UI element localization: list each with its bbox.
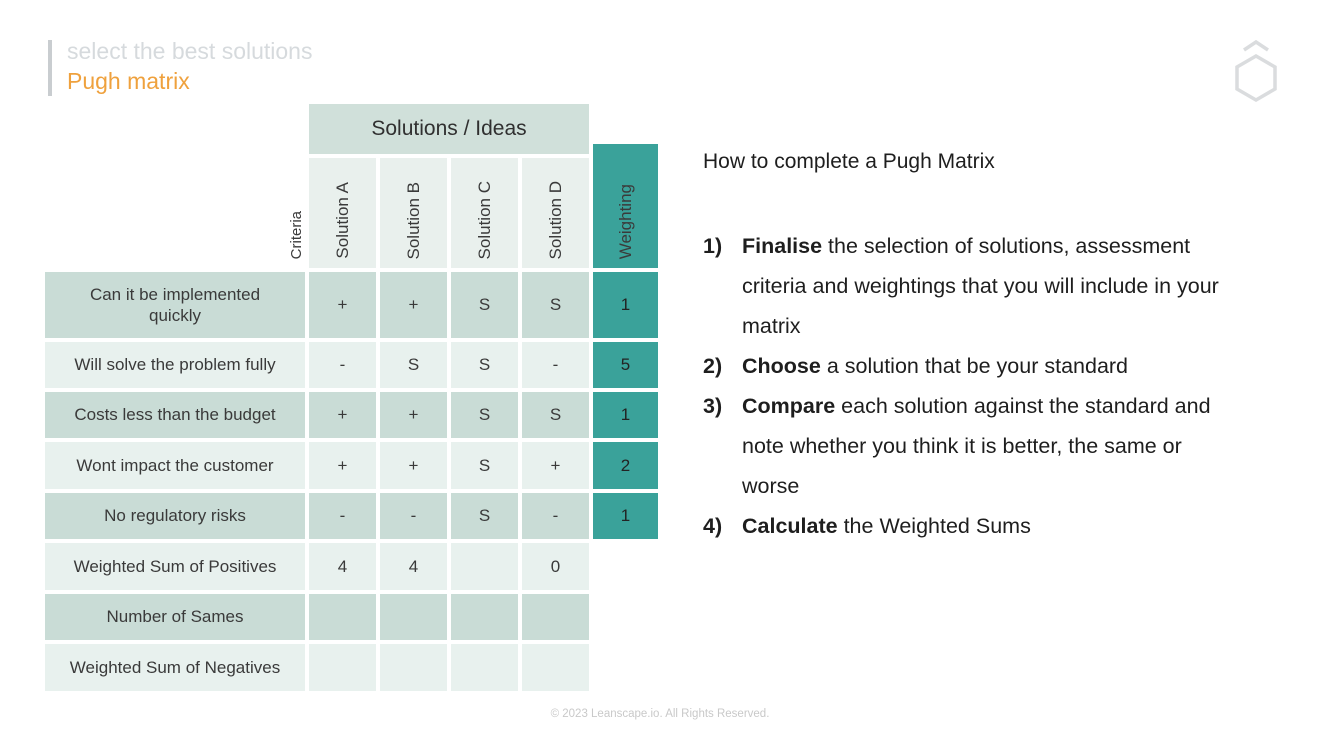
matrix-cell: S: [380, 342, 447, 388]
criteria-row-label: No regulatory risks: [45, 493, 305, 539]
item-text: Compare each solution against the standa…: [742, 386, 1232, 506]
item-number: 1): [703, 234, 723, 258]
column-header-label: Solution D: [545, 180, 565, 259]
item-rest: the Weighted Sums: [837, 514, 1031, 538]
criteria-row-label: Weighted Sum of Positives: [45, 543, 305, 590]
matrix-cell: S: [451, 342, 518, 388]
matrix-cell: S: [522, 272, 589, 338]
item-rest: each solution against the standard and n…: [742, 394, 1211, 498]
weight-cell: 1: [593, 272, 658, 338]
matrix-cell: [309, 594, 376, 640]
matrix-cell: [522, 594, 589, 640]
matrix-cell: S: [451, 392, 518, 438]
item-keyword: Choose: [742, 354, 821, 378]
matrix-cell: 4: [309, 543, 376, 590]
howto-item-2: 2) Choose a solution that be your standa…: [703, 346, 1248, 386]
spacer: [593, 644, 658, 691]
item-text: Calculate the Weighted Sums: [742, 506, 1232, 546]
criteria-row-label: Weighted Sum of Negatives: [45, 644, 305, 691]
weight-cell: 1: [593, 493, 658, 539]
column-header-label: Solution C: [474, 180, 494, 259]
matrix-cell: -: [309, 342, 376, 388]
spacer: [45, 104, 305, 154]
matrix-cell: -: [380, 493, 447, 539]
weight-cell: 5: [593, 342, 658, 388]
matrix-cell: [451, 543, 518, 590]
column-header-solution-a: Solution A: [309, 158, 376, 268]
column-header-label: Solution A: [332, 182, 352, 259]
matrix-cell: [380, 644, 447, 691]
solutions-ideas-header: Solutions / Ideas: [309, 104, 589, 154]
matrix-cell: [309, 644, 376, 691]
matrix-cell: +: [309, 392, 376, 438]
matrix-cell: +: [522, 442, 589, 489]
howto-panel: How to complete a Pugh Matrix 1) Finalis…: [703, 150, 1248, 546]
page-title: Pugh matrix: [67, 68, 190, 94]
leanscape-hexagon-logo-icon: [1235, 39, 1277, 102]
criteria-row-label: Will solve the problem fully: [45, 342, 305, 388]
weight-cell: 2: [593, 442, 658, 489]
matrix-cell: -: [309, 493, 376, 539]
matrix-cell: -: [522, 493, 589, 539]
item-number: 4): [703, 514, 723, 538]
howto-item-1: 1) Finalise the selection of solutions, …: [703, 226, 1248, 346]
copyright-footer: © 2023 Leanscape.io. All Rights Reserved…: [550, 708, 770, 720]
criteria-row-label: Number of Sames: [45, 594, 305, 640]
criteria-row-label: Can it be implemented quickly: [45, 272, 305, 338]
column-header-weighting: Weighting: [593, 144, 658, 268]
howto-item-4: 4) Calculate the Weighted Sums: [703, 506, 1248, 546]
item-rest: a solution that be your standard: [820, 354, 1129, 378]
matrix-cell: [451, 644, 518, 691]
matrix-cell: S: [451, 272, 518, 338]
criteria-row-label: Wont impact the customer: [45, 442, 305, 489]
item-text: Finalise the selection of solutions, ass…: [742, 226, 1232, 346]
howto-title: How to complete a Pugh Matrix: [703, 150, 995, 173]
column-header-solution-b: Solution B: [380, 158, 447, 268]
item-rest: the selection of solutions, assessment c…: [742, 234, 1219, 338]
matrix-cell: [451, 594, 518, 640]
item-number: 2): [703, 354, 723, 378]
matrix-cell: +: [380, 392, 447, 438]
item-keyword: Finalise: [742, 234, 823, 258]
weight-cell: 1: [593, 392, 658, 438]
title-accent-bar: [48, 40, 52, 96]
matrix-cell: 0: [522, 543, 589, 590]
item-number: 3): [703, 394, 723, 418]
item-keyword: Calculate: [742, 514, 838, 538]
matrix-cell: S: [522, 392, 589, 438]
howto-item-3: 3) Compare each solution against the sta…: [703, 386, 1248, 506]
column-header-label: Solution B: [403, 181, 423, 260]
matrix-cell: [380, 594, 447, 640]
column-header-solution-d: Solution D: [522, 158, 589, 268]
matrix-cell: S: [451, 493, 518, 539]
matrix-cell: S: [451, 442, 518, 489]
matrix-cell: +: [380, 272, 447, 338]
pugh-matrix-table: Solutions / Ideas Criteria Solution A So…: [45, 104, 658, 691]
item-keyword: Compare: [742, 394, 836, 418]
criteria-corner-label: Criteria: [45, 158, 305, 268]
spacer: [593, 543, 658, 590]
slide-subtitle: select the best solutions: [67, 38, 313, 64]
matrix-cell: 4: [380, 543, 447, 590]
column-header-label: Weighting: [615, 183, 635, 259]
matrix-cell: +: [309, 442, 376, 489]
column-header-solution-c: Solution C: [451, 158, 518, 268]
matrix-cell: -: [522, 342, 589, 388]
matrix-cell: [522, 644, 589, 691]
spacer: [593, 594, 658, 640]
criteria-label: Criteria: [288, 210, 305, 259]
matrix-cell: +: [380, 442, 447, 489]
item-text: Choose a solution that be your standard: [742, 346, 1232, 386]
criteria-row-label: Costs less than the budget: [45, 392, 305, 438]
matrix-cell: +: [309, 272, 376, 338]
